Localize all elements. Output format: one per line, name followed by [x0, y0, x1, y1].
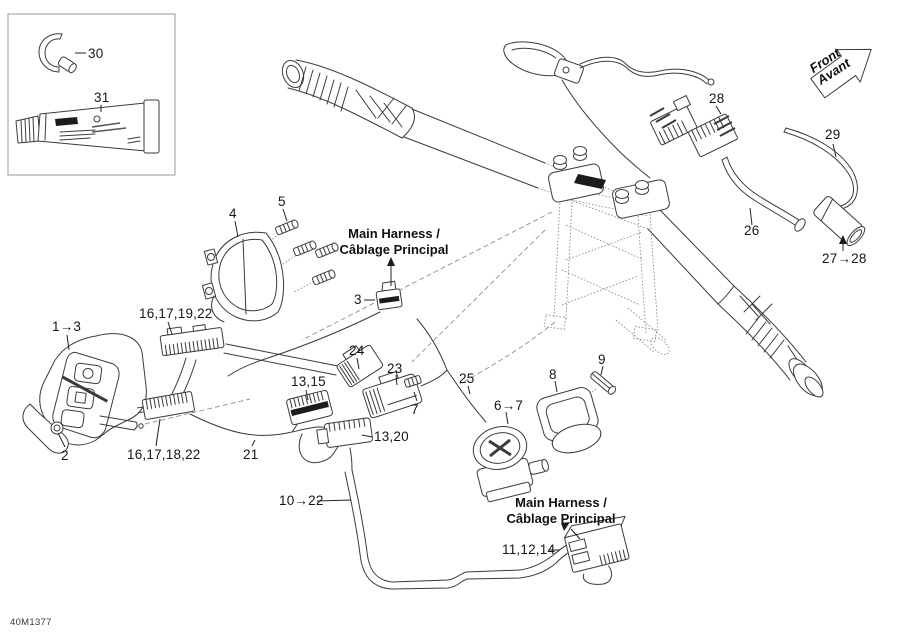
housing-cover [201, 231, 285, 323]
leader-lines [57, 52, 847, 551]
pin-9 [590, 371, 617, 395]
callout-7: 7 [411, 402, 419, 417]
callout-26: 26 [744, 223, 760, 238]
callout-30: 30 [88, 46, 104, 61]
switch-housing [22, 333, 147, 454]
callout-28: 28 [709, 91, 725, 106]
connector-right-a [650, 95, 698, 146]
callout-24: 24 [349, 343, 365, 358]
callout-16-17-18-22: 16,17,18,22 [127, 447, 201, 462]
callout-31: 31 [94, 90, 110, 105]
callout-1-3: 1→3 [52, 319, 82, 334]
callout-13-20: 13,20 [374, 429, 409, 444]
left-grip-texture [298, 66, 407, 128]
callout-6-7: 6→7 [494, 398, 524, 413]
connector-right-b [688, 113, 738, 157]
main-harness-label-top-line2: Câblage Principal [339, 241, 449, 257]
callout-25: 25 [459, 371, 475, 386]
callout-11-12-14: 11,12,14 [502, 542, 556, 557]
connector-16-17-18-22 [136, 391, 195, 420]
screws [275, 219, 339, 286]
connector-3 [375, 280, 403, 311]
callout-10-22: 10→22 [279, 493, 324, 508]
connector-11-12-14 [563, 515, 630, 585]
parts-box [7, 13, 176, 176]
connector-24 [336, 344, 384, 388]
drawing-number: 40M1377 [10, 617, 52, 628]
terminal-pins-28 [649, 107, 736, 137]
tube-31-art [15, 99, 160, 154]
boot-8 [536, 387, 602, 454]
main-harness-label-bottom-line1: Main Harness / [515, 495, 607, 510]
callout-29: 29 [825, 127, 841, 142]
clip-30-art [38, 33, 77, 74]
main-harness-label-bottom-line2: Câblage Principal [506, 510, 616, 526]
callout-5: 5 [278, 194, 286, 209]
callout-16-17-19-22: 16,17,19,22 [139, 306, 213, 321]
terminal-7 [404, 375, 422, 388]
switch-6-7 [472, 426, 549, 503]
sleeve-27-28 [813, 196, 866, 247]
main-harness-label-top: Main Harness / Câblage Principal [339, 226, 448, 257]
steering-riser [543, 146, 670, 355]
callout-13-15: 13,15 [291, 374, 326, 389]
connector-13-20 [316, 417, 374, 448]
riser-bolts [553, 146, 649, 204]
callout-8: 8 [549, 367, 557, 382]
callout-4: 4 [229, 206, 237, 221]
hose-29 [783, 127, 858, 211]
brake-lever-and-wire [503, 41, 715, 179]
callout-27-28: 27→28 [822, 251, 867, 266]
callout-3: 3 [354, 292, 362, 307]
tube-26 [721, 156, 806, 232]
callout-9: 9 [598, 352, 606, 367]
front-direction-arrow [810, 48, 872, 99]
main-harness-label-top-line1: Main Harness / [348, 226, 440, 241]
connector-16-17-19-22 [159, 324, 225, 357]
handlebar [281, 59, 824, 398]
callout-23: 23 [387, 361, 403, 376]
right-grip-texture [739, 295, 801, 365]
callout-2: 2 [61, 448, 69, 463]
main-harness-label-bottom: Main Harness / Câblage Principal [506, 495, 615, 526]
callout-21: 21 [243, 447, 259, 462]
connector-13-15 [286, 389, 333, 426]
